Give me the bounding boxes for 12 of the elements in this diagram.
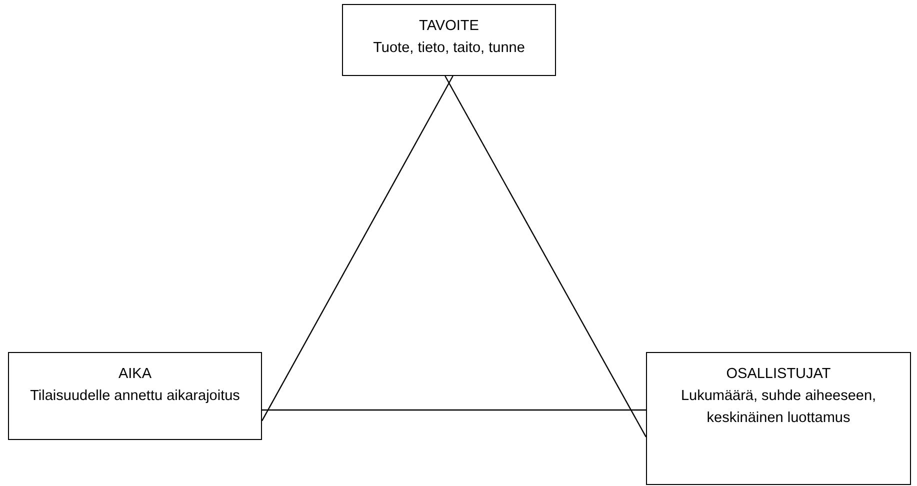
box-description: Lukumäärä, suhde aiheeseen, keskinäinen luottamus bbox=[680, 387, 878, 428]
box-description: Tilaisuudelle annettu aikarajoitus bbox=[30, 387, 240, 406]
text-box bbox=[342, 4, 556, 76]
text-box bbox=[8, 352, 262, 440]
triangle-side-line bbox=[262, 409, 646, 411]
triangle-side-line bbox=[444, 76, 647, 438]
box-heading: OSALLISTUJAT bbox=[726, 365, 831, 384]
text-box bbox=[646, 352, 911, 485]
box-description: Tuote, tieto, taito, tunne bbox=[373, 39, 525, 58]
box-heading: TAVOITE bbox=[419, 17, 479, 36]
box-heading: AIKA bbox=[118, 365, 152, 384]
triangle-side-line bbox=[261, 76, 454, 422]
